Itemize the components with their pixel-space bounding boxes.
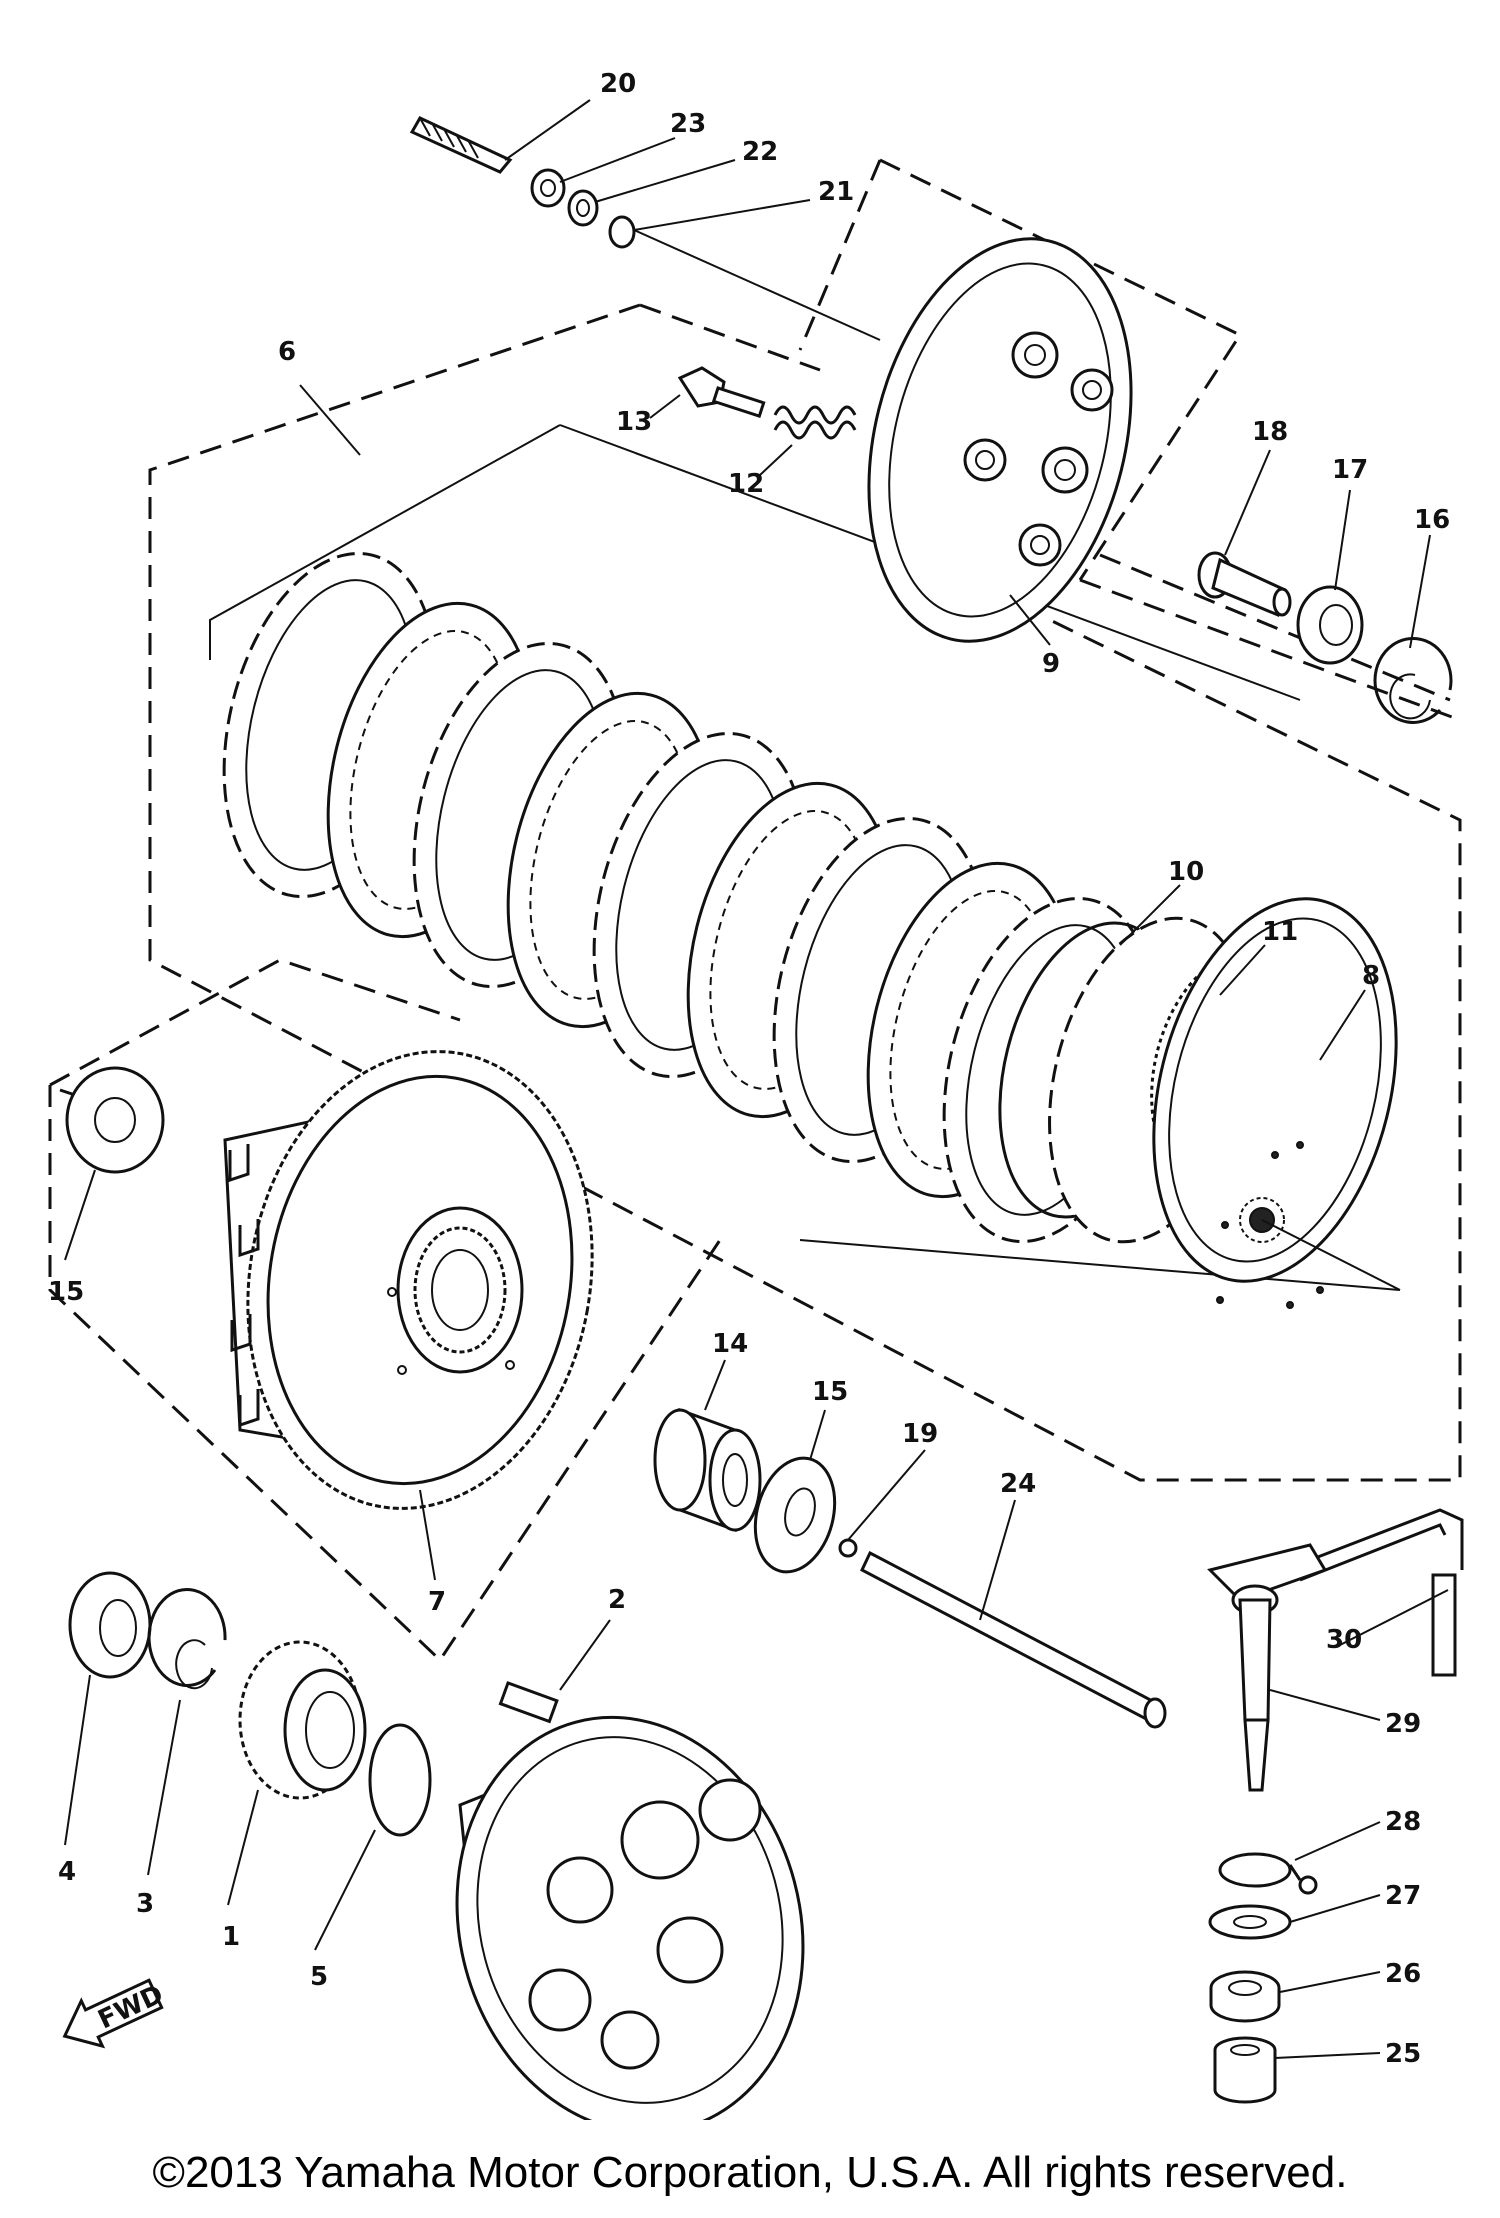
callout-6: 6 bbox=[278, 337, 296, 367]
clutch-exploded-diagram: FWD bbox=[48, 69, 1464, 2120]
part-15-washer-left bbox=[65, 1066, 165, 1174]
group-outline-6 bbox=[148, 303, 1462, 1482]
group-outline-9 bbox=[798, 158, 1461, 722]
part-15-washer-right bbox=[753, 1456, 837, 1574]
callout-28: 28 bbox=[1385, 1807, 1421, 1837]
callout-23: 23 bbox=[670, 109, 706, 139]
part-24-push-rod bbox=[860, 1550, 1167, 1729]
part-20-bolt bbox=[409, 116, 513, 174]
part-16-circlip bbox=[1373, 636, 1453, 724]
callout-15-left: 15 bbox=[48, 1277, 84, 1307]
callout-25: 25 bbox=[1385, 2039, 1421, 2069]
callout-19: 19 bbox=[902, 1419, 938, 1449]
callout-29: 29 bbox=[1385, 1709, 1421, 1739]
part-28-spring bbox=[1218, 1852, 1318, 1895]
callout-15-right: 15 bbox=[812, 1377, 848, 1407]
callout-10: 10 bbox=[1168, 857, 1204, 887]
part-9-pressure-plate bbox=[867, 237, 1133, 643]
part-7-clutch-housing bbox=[223, 1050, 594, 1510]
callout-14: 14 bbox=[712, 1329, 748, 1359]
callout-21: 21 bbox=[818, 177, 854, 207]
callout-26: 26 bbox=[1385, 1959, 1421, 1989]
callout-17: 17 bbox=[1332, 455, 1368, 485]
part-22-washer bbox=[567, 189, 599, 227]
part-23-nut bbox=[530, 168, 566, 208]
part-14-collar bbox=[653, 1407, 762, 1533]
callout-13: 13 bbox=[616, 407, 652, 437]
fwd-arrow-icon: FWD bbox=[62, 1978, 168, 2049]
callout-11: 11 bbox=[1262, 917, 1298, 947]
part-8-clutch-boss bbox=[1150, 897, 1401, 1309]
callout-18: 18 bbox=[1252, 417, 1288, 447]
part-26-seal bbox=[1209, 1970, 1281, 2023]
callout-8: 8 bbox=[1362, 961, 1380, 991]
callout-16: 16 bbox=[1414, 505, 1450, 535]
callout-7: 7 bbox=[428, 1587, 446, 1617]
callout-1: 1 bbox=[222, 1922, 240, 1952]
leader-lines bbox=[64, 99, 1449, 2059]
part-30-lever bbox=[1299, 1508, 1464, 1677]
callout-24: 24 bbox=[1000, 1469, 1036, 1499]
callout-22: 22 bbox=[742, 137, 778, 167]
callout-20: 20 bbox=[600, 69, 636, 99]
part-19-ball bbox=[838, 1538, 858, 1558]
callout-9: 9 bbox=[1042, 649, 1060, 679]
part-2-key bbox=[498, 1681, 559, 1724]
part-17-bearing bbox=[1296, 585, 1364, 665]
part-1-gear bbox=[238, 1640, 367, 1800]
part-21-washer bbox=[608, 215, 636, 249]
part-18-push-rod bbox=[1197, 551, 1292, 618]
part-4-nut bbox=[68, 1571, 152, 1679]
part-29-shaft bbox=[1207, 1543, 1328, 1792]
copyright-notice: ©2013 Yamaha Motor Corporation, U.S.A. A… bbox=[152, 2148, 1348, 2197]
callout-5: 5 bbox=[310, 1962, 328, 1992]
callout-2: 2 bbox=[608, 1585, 626, 1615]
callout-4: 4 bbox=[58, 1857, 76, 1887]
part-5-o-ring bbox=[368, 1723, 432, 1837]
part-12-spring bbox=[773, 405, 857, 440]
part-3-lock-washer bbox=[147, 1588, 227, 1690]
callout-12: 12 bbox=[728, 469, 764, 499]
rotor-housing bbox=[455, 1715, 805, 2120]
part-13-bolt bbox=[677, 366, 766, 419]
callout-3: 3 bbox=[136, 1889, 154, 1919]
part-27-washer bbox=[1208, 1904, 1292, 1940]
callout-30: 30 bbox=[1326, 1625, 1362, 1655]
callout-27: 27 bbox=[1385, 1881, 1421, 1911]
part-25-bearing bbox=[1213, 2036, 1277, 2104]
